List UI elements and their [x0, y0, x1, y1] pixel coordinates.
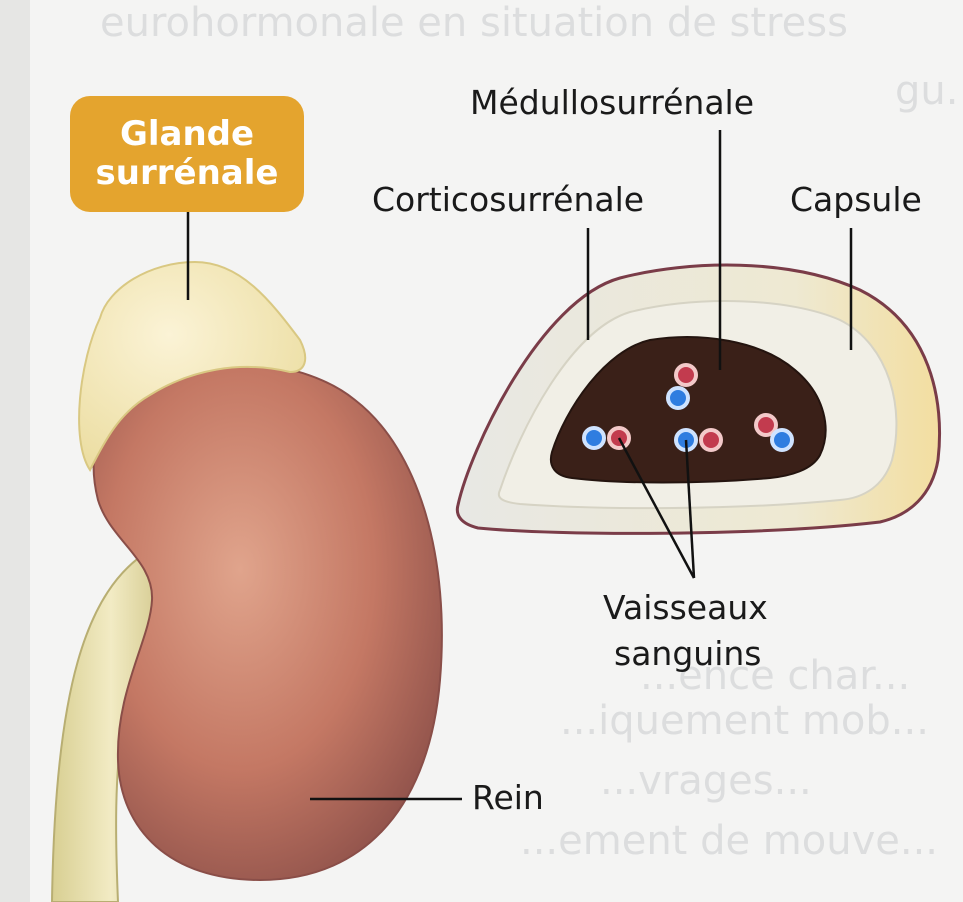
label-glande-line1: Glande — [120, 115, 254, 154]
left-margin-shade — [0, 0, 30, 902]
label-corticosurrenale: Corticosurrénale — [372, 182, 644, 218]
vessel-blue — [668, 388, 688, 408]
label-glande-surrenale: Glande surrénale — [70, 96, 304, 212]
vessel-red — [676, 365, 696, 385]
vessel-red — [701, 430, 721, 450]
label-capsule: Capsule — [790, 182, 922, 218]
label-vaisseaux-line2: sanguins — [614, 636, 761, 672]
label-vaisseaux-line1: Vaisseaux — [603, 590, 768, 626]
vessel-red — [756, 415, 776, 435]
vessel-blue — [772, 430, 792, 450]
label-glande-line2: surrénale — [96, 154, 279, 193]
label-rein: Rein — [472, 780, 544, 816]
label-medullosurrenale: Médullosurrénale — [470, 85, 754, 121]
vessel-blue — [584, 428, 604, 448]
